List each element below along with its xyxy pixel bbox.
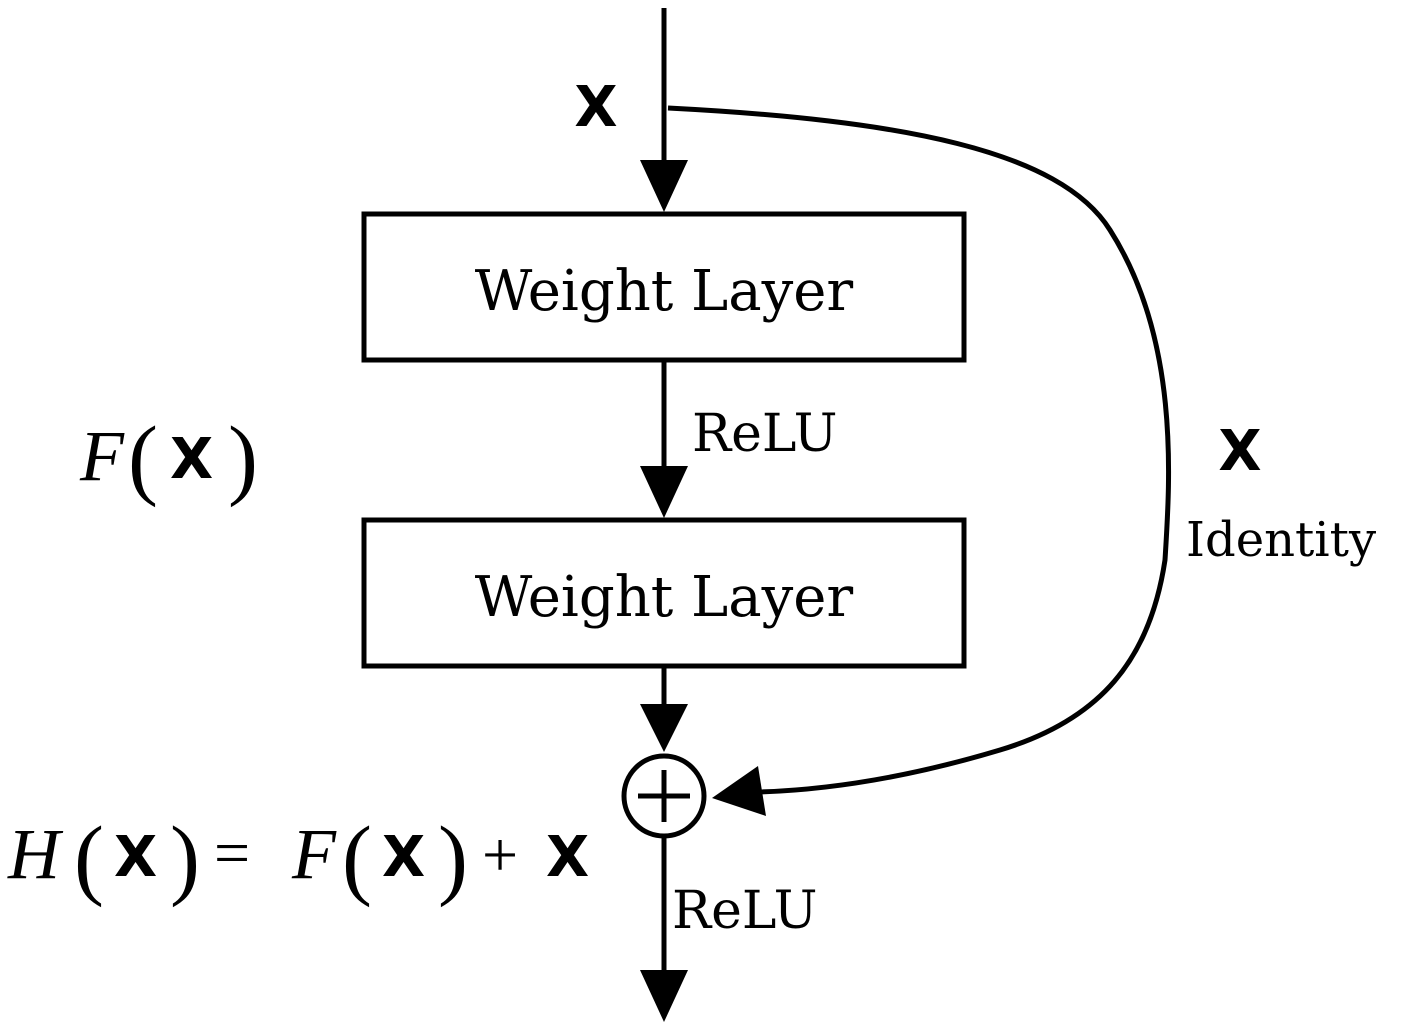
identity-label: Identity [1186, 512, 1376, 568]
output-x: X [546, 825, 589, 890]
output-f-rparen: ) [438, 809, 468, 908]
shortcut-x-label: X [1218, 419, 1261, 484]
output-expression: H ( X ) = F ( X ) + X [7, 809, 589, 908]
weight-layer-1-box [361, 211, 967, 363]
weight-layer-1-label: Weight Layer [475, 259, 854, 324]
output-plus: + [482, 819, 518, 890]
middle-arrowhead [640, 466, 688, 518]
sum-input-arrowhead [640, 704, 688, 752]
output-h-rparen: ) [170, 809, 200, 908]
weight-layer-2-box [361, 517, 967, 669]
residual-f: F [79, 416, 125, 496]
output-arrowhead [640, 970, 688, 1022]
output-f: F [291, 814, 337, 894]
output-equals: = [214, 817, 250, 888]
input-arrowhead [640, 160, 688, 212]
residual-function-expression: F ( X ) [79, 409, 258, 508]
output-h-lparen: ( [74, 809, 104, 908]
output-h-x: X [114, 825, 157, 890]
input-x-label: X [574, 75, 617, 140]
residual-x: X [170, 427, 213, 492]
relu-out-label: ReLU [672, 881, 817, 941]
residual-rparen: ) [228, 409, 258, 508]
relu-mid-label: ReLU [692, 404, 837, 464]
weight-layer-2-label: Weight Layer [475, 565, 854, 630]
output-h: H [7, 814, 64, 894]
identity-arrowhead [712, 766, 766, 816]
output-f-lparen: ( [342, 809, 372, 908]
output-f-x: X [382, 825, 425, 890]
identity-shortcut-path [667, 105, 1172, 795]
residual-lparen: ( [128, 409, 158, 508]
